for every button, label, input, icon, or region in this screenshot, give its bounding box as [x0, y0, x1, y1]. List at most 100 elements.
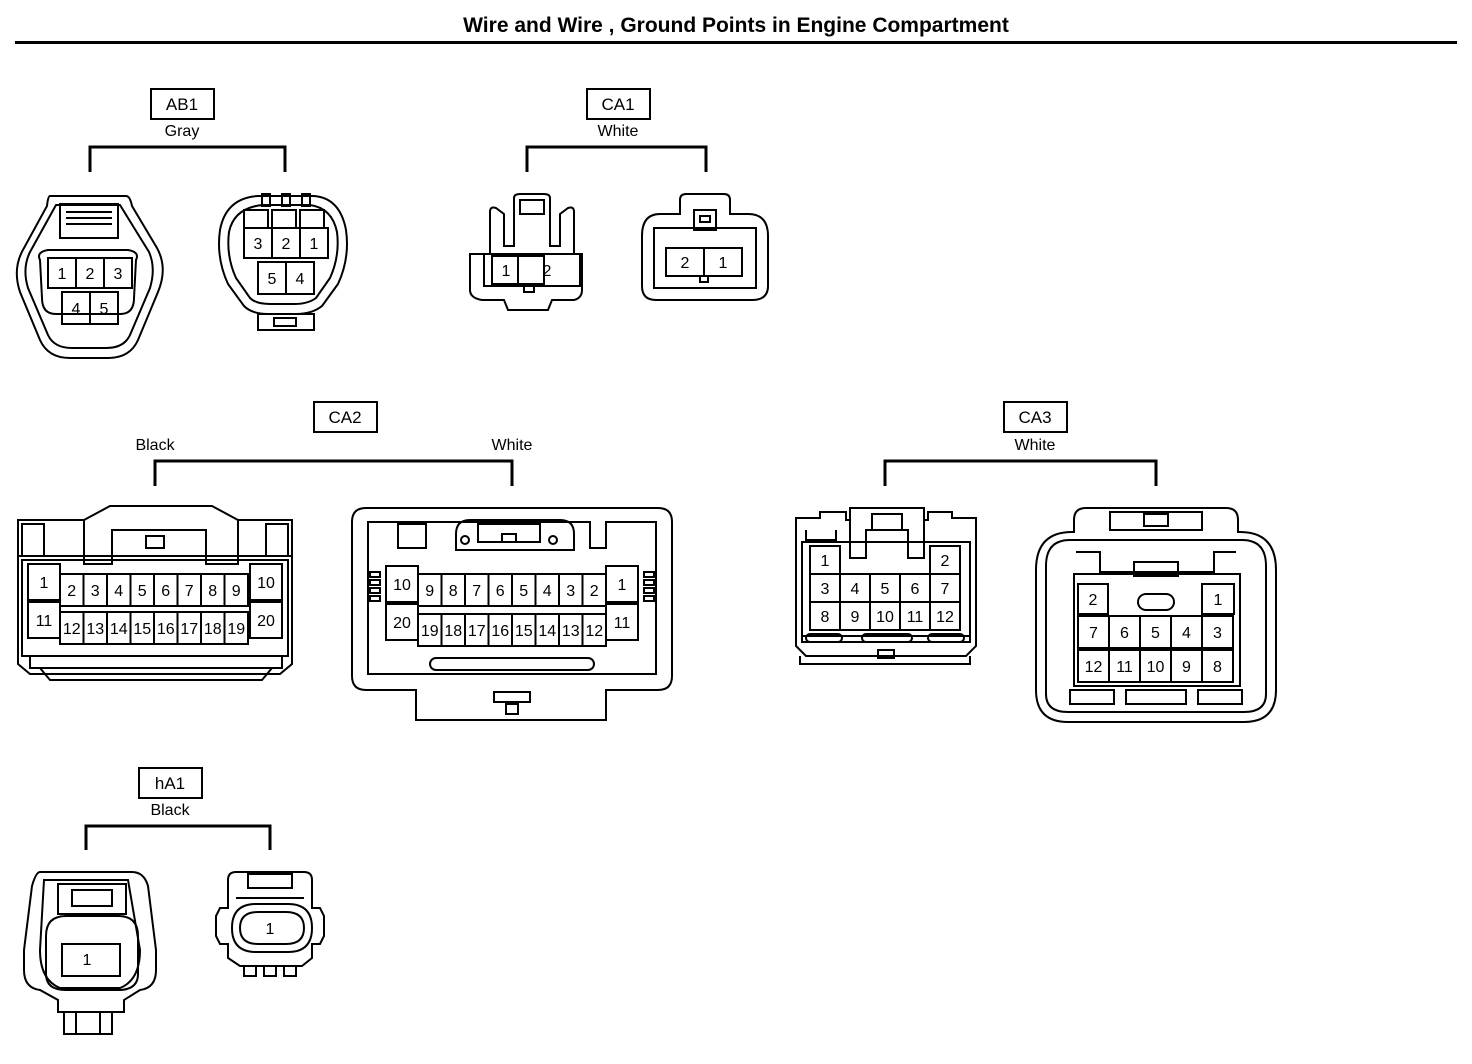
ca2-b-pin: 9	[425, 583, 434, 600]
connector-ab1: AB1 Gray 1 2 3 4 5 3 2	[15, 88, 348, 359]
ca2-b-pin-cell	[581, 573, 607, 607]
code-label-ca3: CA3	[1018, 408, 1051, 427]
color-label-ca2-right: White	[492, 437, 533, 454]
ca3-b-pin-cell	[1201, 583, 1235, 615]
ca1-a-pin: 1	[502, 263, 511, 280]
latch-slot	[369, 579, 381, 586]
ab1-a-pin: 2	[86, 266, 95, 283]
ca2-connector-b	[351, 507, 673, 721]
ca2-b-pin: 2	[590, 583, 599, 600]
ca2-b-pin: 14	[538, 623, 556, 640]
latch-slot	[643, 579, 655, 586]
connector-ha1: hA1 Black 1 1	[23, 767, 325, 1035]
latch-slot	[643, 571, 655, 578]
ca3-b-pin: 4	[1182, 625, 1191, 642]
ab1-connector-b: 3 2 1 5 4	[218, 193, 348, 331]
ca3-a-pin: 11	[907, 609, 924, 626]
ca2-b-pin: 7	[472, 583, 481, 600]
ca2-b-pin: 1	[618, 577, 627, 594]
ca2-a-pin: 7	[185, 583, 194, 600]
ca2-a-pin: 9	[232, 583, 241, 600]
code-label-ab1: AB1	[166, 95, 198, 114]
ca2-a-pin-cell	[223, 573, 249, 607]
ca3-b-pin: 12	[1085, 659, 1103, 676]
ca3-a-pin: 4	[851, 581, 860, 598]
ab1-a-pin: 5	[100, 301, 109, 318]
color-label-ca2-left: Black	[135, 437, 175, 454]
ca2-b-pin: 11	[614, 615, 631, 632]
code-box-ha1	[138, 767, 203, 799]
ca2-a-pin: 18	[204, 621, 222, 638]
ca2-a-pin: 20	[257, 613, 275, 630]
ca2-b-pin: 18	[444, 623, 462, 640]
ca3-b-pin-cell	[1077, 583, 1109, 615]
ca2-a-pin-cell	[249, 601, 283, 639]
ca3-b-pin: 11	[1116, 659, 1133, 676]
ca3-b-pin: 1	[1214, 592, 1223, 609]
connector-ca2: CA2 Black White 111102021231341451561671…	[17, 401, 673, 721]
code-label-ca1: CA1	[601, 95, 634, 114]
ab1-connector-a: 1 2 3 4 5	[15, 195, 164, 359]
ca2-a-pin: 4	[114, 583, 123, 600]
bracket-ab1	[88, 145, 287, 172]
ca2-a-pin: 2	[67, 583, 76, 600]
ab1-a-pin: 4	[72, 301, 81, 318]
color-label-ca1: White	[598, 123, 639, 140]
bracket-ca2	[153, 459, 514, 486]
ca3-a-pin: 3	[821, 581, 830, 598]
ca2-b-pin: 20	[393, 615, 411, 632]
ca3-b-pin: 6	[1120, 625, 1129, 642]
ca3-a-pin: 8	[821, 609, 830, 626]
bracket-ha1	[84, 824, 272, 850]
ca2-b-pin-cell	[581, 613, 607, 647]
ca3-a-pin: 9	[851, 609, 860, 626]
ca3-b-pin: 10	[1147, 659, 1165, 676]
ab1-b-pin: 4	[296, 271, 305, 288]
ca1-b-pin: 1	[719, 255, 728, 272]
ca3-a-pin: 7	[941, 581, 950, 598]
ca3-b-pin: 9	[1182, 659, 1191, 676]
ca2-b-pin: 19	[421, 623, 439, 640]
code-box-ab1	[150, 88, 215, 120]
ca2-b-pin: 5	[519, 583, 528, 600]
ab1-b-pin: 5	[268, 271, 277, 288]
ha1-connector-b: 1	[215, 871, 325, 977]
color-label-ab1: Gray	[165, 123, 200, 140]
ca3-b-pin-cell	[1201, 649, 1234, 683]
ca3-b-pin: 5	[1151, 625, 1160, 642]
ca2-b-pin: 10	[393, 577, 411, 594]
ca2-a-pin-cell	[249, 563, 283, 601]
ca2-a-pin: 8	[208, 583, 217, 600]
ab1-b-pin: 3	[254, 236, 263, 253]
ca2-a-pin-cell	[223, 611, 249, 645]
color-label-ha1: Black	[150, 802, 190, 819]
ca2-a-pin: 12	[63, 621, 81, 638]
ca1-b-pin: 2	[681, 255, 690, 272]
ca2-b-pin: 16	[491, 623, 509, 640]
ca1-a-pin: 2	[543, 263, 552, 280]
ca2-connector-a	[17, 505, 293, 681]
ca2-a-pin: 11	[36, 613, 53, 630]
latch-slot	[369, 595, 381, 602]
ca1-connector-b: 2 1	[641, 193, 769, 301]
ca2-b-pin: 3	[566, 583, 575, 600]
ca3-a-pin: 5	[881, 581, 890, 598]
latch-slot	[643, 595, 655, 602]
ca2-b-pin: 13	[562, 623, 580, 640]
ab1-a-pin: 1	[58, 266, 67, 283]
bracket-ca3	[883, 459, 1158, 486]
ab1-a-pin: 3	[114, 266, 123, 283]
ca3-connector-a	[795, 507, 977, 665]
ca3-a-pin: 12	[936, 609, 954, 626]
title-underline	[15, 41, 1457, 44]
code-label-ha1: hA1	[155, 774, 185, 793]
ca2-a-pin: 19	[227, 621, 245, 638]
ca2-a-pin: 3	[91, 583, 100, 600]
ca2-b-pin: 8	[449, 583, 458, 600]
bracket-ca1	[525, 145, 708, 172]
ca2-a-pin: 10	[257, 575, 275, 592]
code-box-ca2	[313, 401, 378, 433]
latch-slot	[643, 587, 655, 594]
ca3-connector-b	[1035, 507, 1277, 723]
